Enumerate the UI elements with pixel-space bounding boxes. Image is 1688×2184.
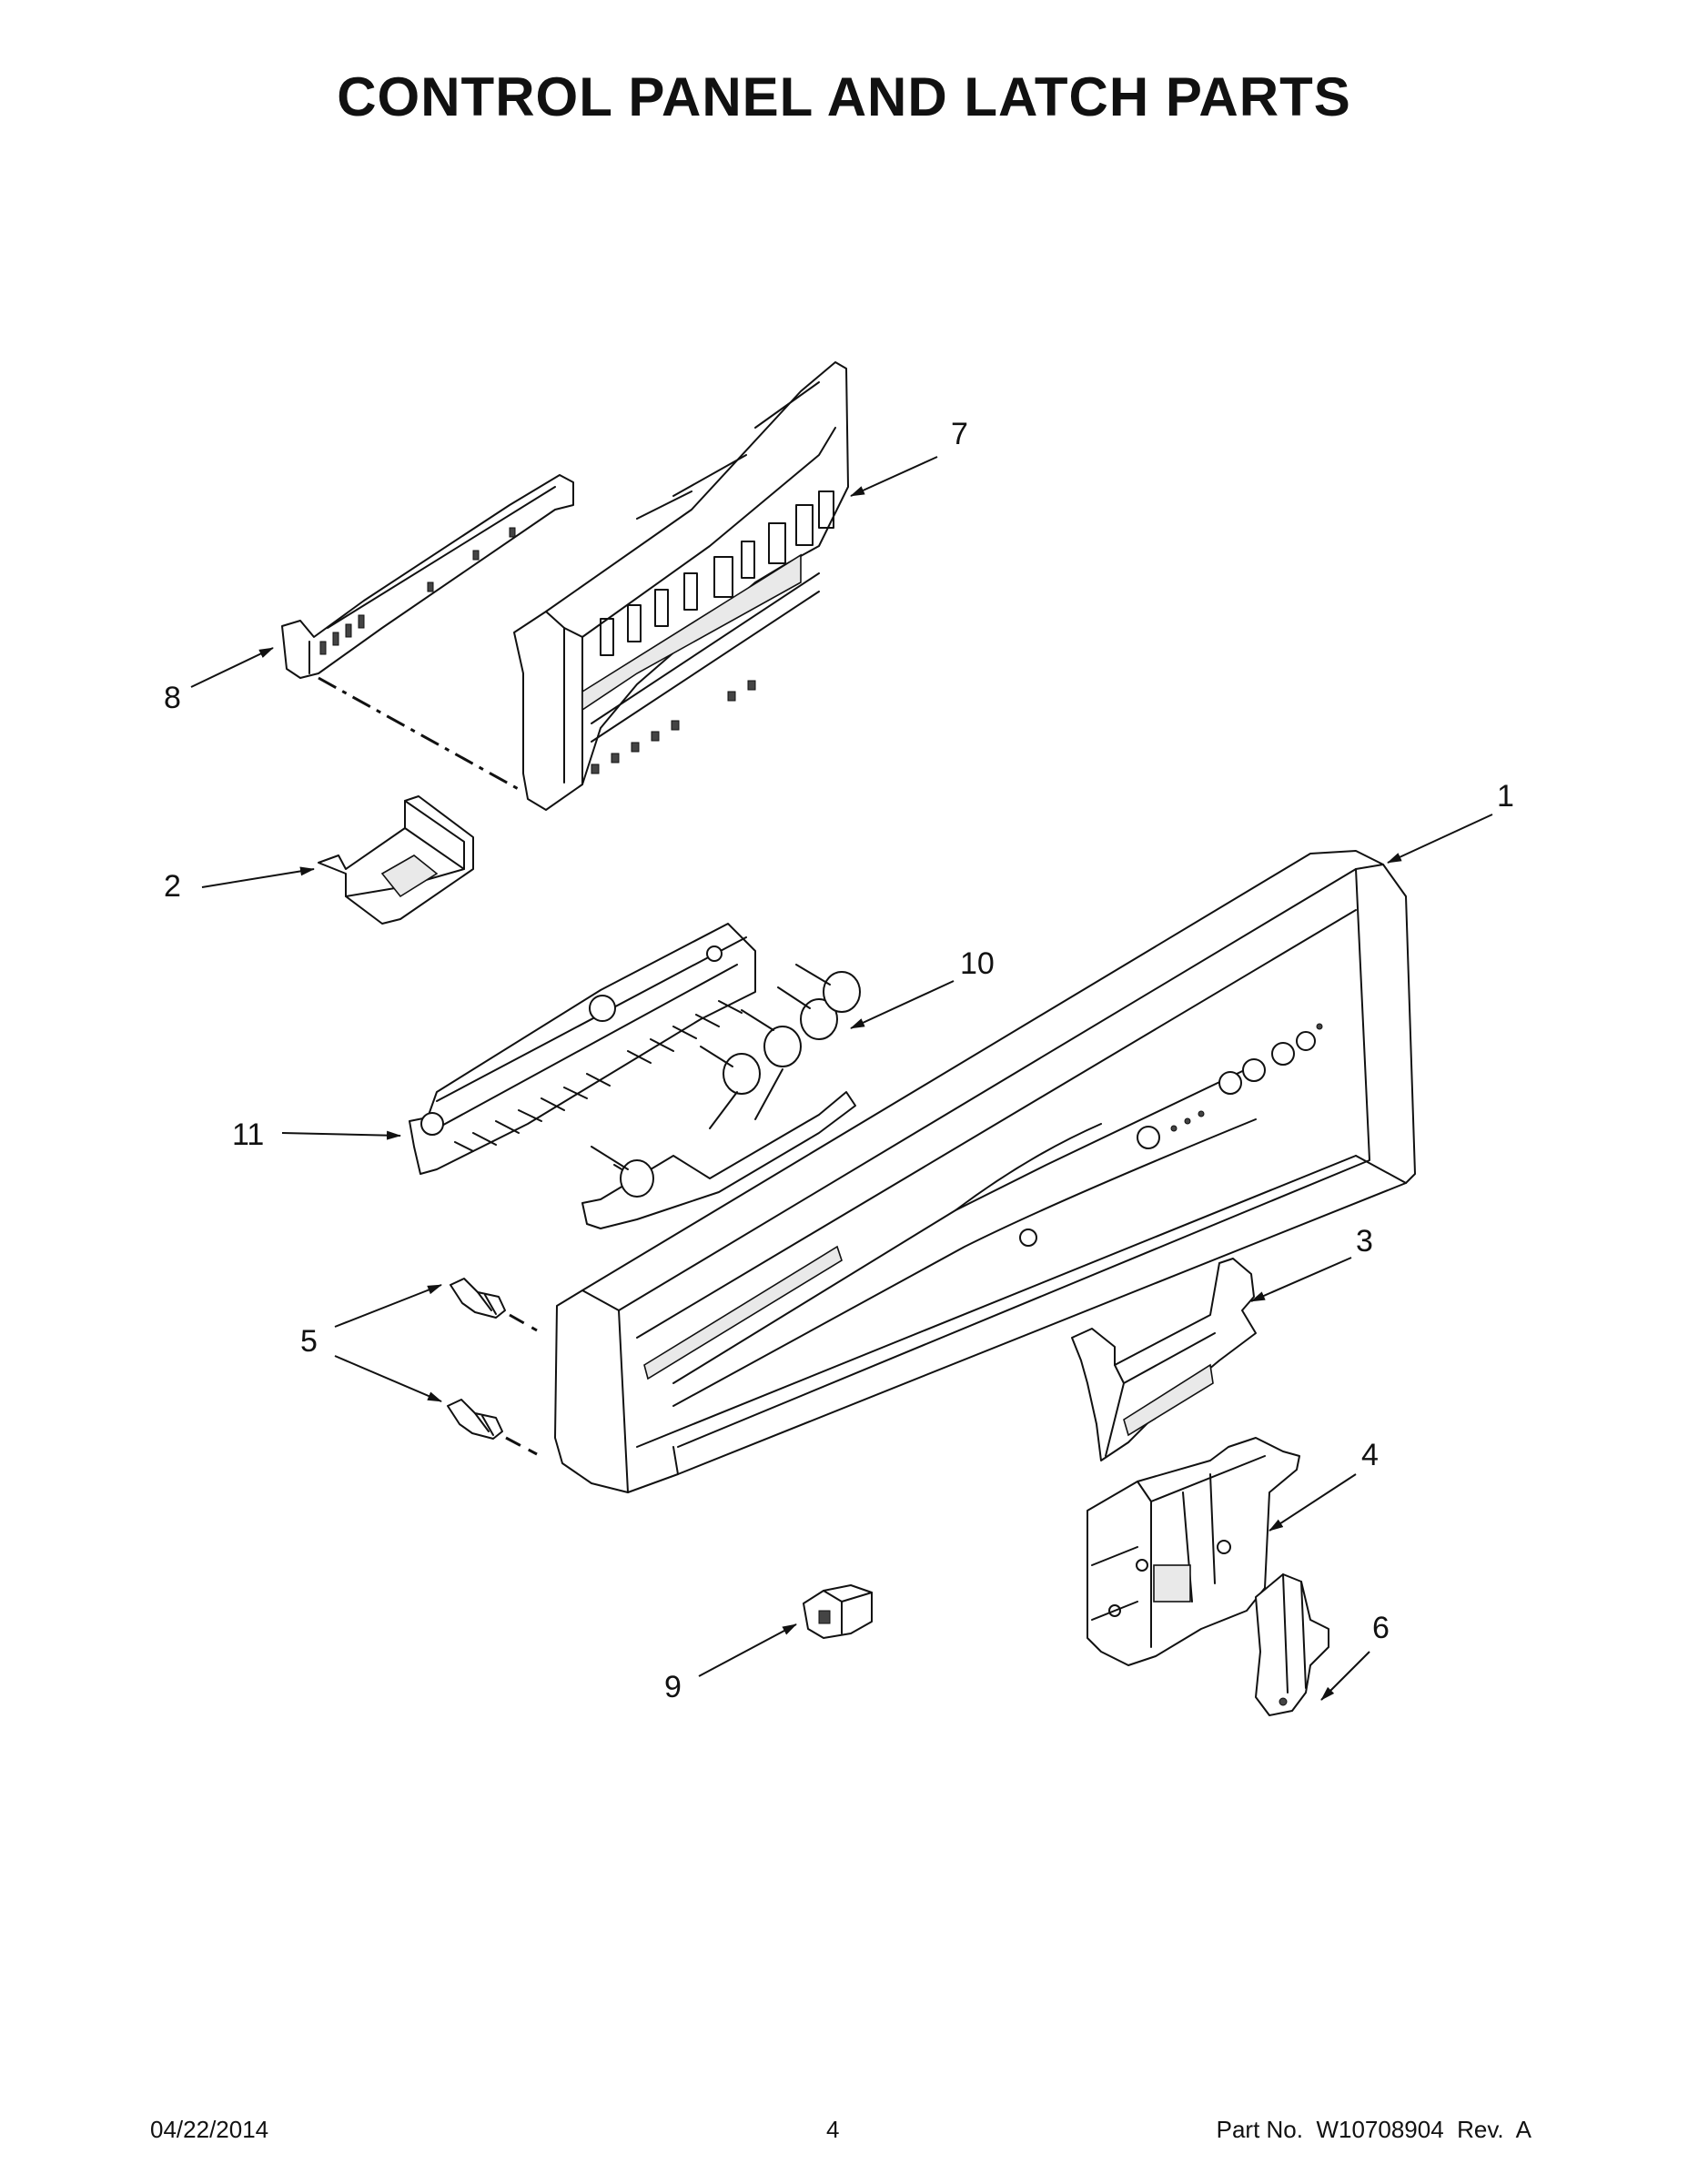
screw-part-5-upper <box>450 1278 538 1332</box>
screw-part-5-lower <box>447 1399 538 1456</box>
lightpipe-carrier-part-11 <box>409 923 756 1175</box>
knob-carrier-part-10 <box>581 964 861 1229</box>
callout-6: 6 <box>1372 1611 1390 1645</box>
callout-5: 5 <box>300 1324 318 1359</box>
callout-8: 8 <box>164 681 181 715</box>
callout-1: 1 <box>1497 779 1514 814</box>
callout-2: 2 <box>164 869 181 904</box>
bracket-part-2 <box>318 795 474 925</box>
callout-4: 4 <box>1361 1438 1379 1472</box>
callout-11: 11 <box>232 1117 264 1152</box>
callout-10: 10 <box>960 946 995 981</box>
switch-part-9 <box>803 1584 873 1639</box>
control-panel-console-part-1 <box>554 850 1416 1493</box>
callout-labels: 7 8 1 2 10 11 3 5 4 6 9 <box>164 417 1514 1704</box>
footer-part-number: Part No. W10708904 Rev. A <box>1216 2116 1531 2143</box>
leader-arrows <box>190 456 1493 1701</box>
control-board-part-7 <box>513 361 849 811</box>
footer-date: 04/22/2014 <box>150 2116 269 2143</box>
latch-hook-part-6 <box>1255 1573 1329 1716</box>
callout-3: 3 <box>1356 1224 1373 1259</box>
latch-bracket-part-3 <box>1071 1258 1257 1461</box>
footer-page-number: 4 <box>826 2116 840 2143</box>
callout-7: 7 <box>951 417 968 451</box>
bracket-part-8 <box>281 474 574 794</box>
door-latch-part-4 <box>1087 1437 1300 1666</box>
callout-9: 9 <box>664 1670 682 1704</box>
page-title: CONTROL PANEL AND LATCH PARTS <box>337 66 1351 127</box>
